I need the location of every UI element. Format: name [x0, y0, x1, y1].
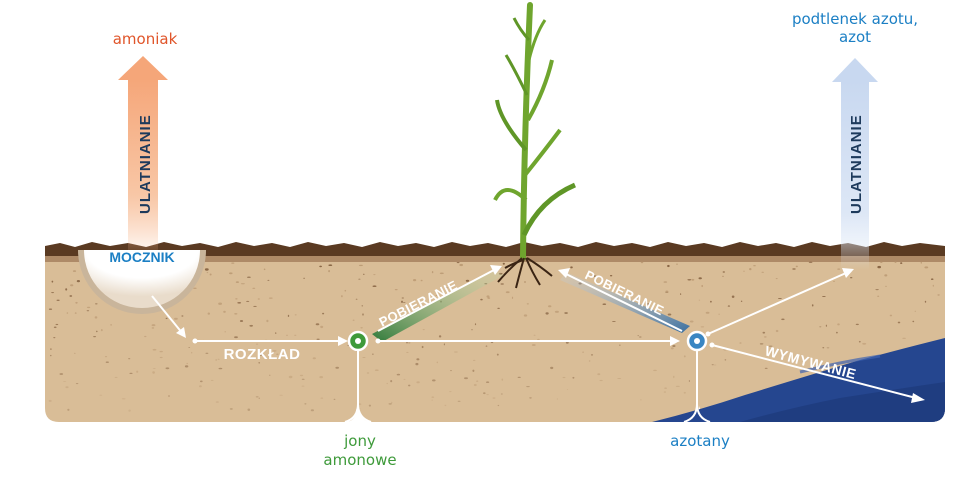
ammonium-ions-label: jony amonowe: [323, 432, 397, 469]
volatilization-label-right: ULATNIANIE: [848, 114, 865, 214]
urea-label: MOCZNIK: [109, 249, 174, 265]
nitrate-node: [686, 330, 708, 352]
soil-texture: [48, 261, 940, 412]
decomposition-label: ROZKŁAD: [224, 346, 301, 363]
volatilization-arrow-right: [832, 58, 878, 270]
soil-layer: [45, 242, 945, 422]
ammonium-node: [347, 330, 369, 352]
process-arrows: [151, 265, 925, 403]
volatilization-label-left: ULATNIANIE: [137, 114, 154, 214]
wheat-plant: [493, 2, 577, 289]
uptake-wedge-left: [372, 270, 504, 342]
nitrates-label: azotany: [670, 432, 730, 450]
nitrous-oxide-label: podtlenek azotu, azot: [791, 10, 919, 46]
volatilization-arrow-left: [118, 56, 168, 258]
ammonia-label: amoniak: [112, 30, 178, 48]
urea-pocket: [78, 250, 206, 314]
